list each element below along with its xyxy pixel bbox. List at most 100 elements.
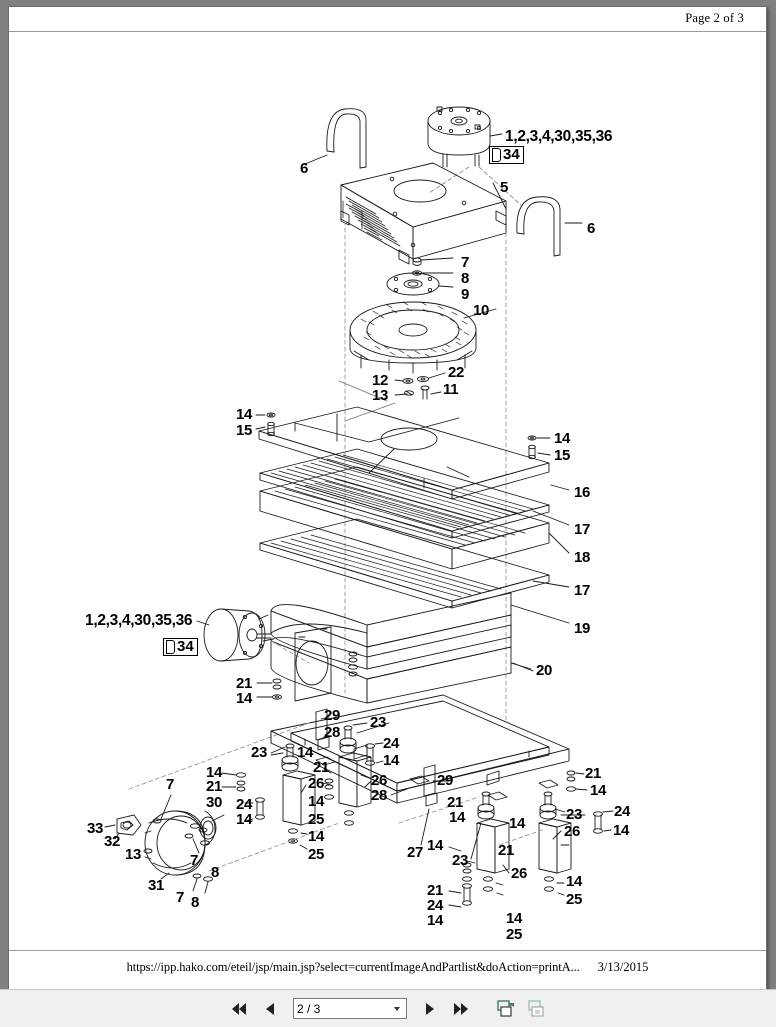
callout-8-c: 8	[191, 894, 200, 911]
boxed-label-34-top: 34	[489, 146, 524, 164]
chevron-down-icon[interactable]	[394, 1006, 400, 1011]
callout-25-a: 25	[308, 811, 325, 828]
callout-21-b: 21	[313, 759, 330, 776]
pdf-viewer-canvas[interactable]: Page 2 of 3	[0, 0, 776, 990]
callout-14-c: 14	[383, 752, 400, 769]
callout-14-mid-left: 14	[236, 690, 253, 707]
callout-24-right-1: 24	[614, 803, 631, 820]
callout-23-right-2: 23	[452, 852, 469, 869]
callout-14-right-2: 14	[509, 815, 526, 832]
callout-14-e: 14	[308, 793, 325, 810]
document-page: Page 2 of 3	[8, 6, 767, 990]
callout-17-lower: 17	[574, 582, 591, 599]
callout-14-d: 14	[206, 764, 223, 781]
callout-14-i: 14	[427, 837, 444, 854]
callout-7-top: 7	[461, 254, 470, 271]
page-number-value: 2 / 3	[297, 1001, 321, 1016]
callout-21-e: 21	[427, 882, 444, 899]
callout-6-right: 6	[587, 220, 596, 237]
callout-17-upper: 17	[574, 521, 591, 538]
callout-21-right-1: 21	[585, 765, 602, 782]
diagram-artwork	[104, 106, 614, 908]
callout-14-h: 14	[308, 828, 325, 845]
page-navigation-toolbar[interactable]: 2 / 3	[0, 989, 776, 1027]
page-footer: https://ipp.hako.com/eteil/jsp/main.jsp?…	[9, 960, 766, 975]
callout-10: 10	[473, 302, 490, 319]
callout-19: 19	[574, 620, 591, 637]
callout-12: 12	[372, 372, 389, 389]
callout-8-b: 8	[211, 864, 220, 881]
footer-date: 3/13/2015	[597, 960, 649, 974]
chevron-right-icon	[426, 1002, 434, 1015]
callout-9: 9	[461, 286, 470, 303]
callout-26-right-2: 26	[511, 865, 528, 882]
callout-23-b: 23	[251, 744, 268, 761]
callout-24-c: 24	[427, 897, 444, 914]
last-page-button[interactable]	[450, 998, 472, 1020]
callout-7-c: 7	[176, 889, 185, 906]
footer-divider	[9, 950, 766, 951]
next-page-button[interactable]	[419, 998, 441, 1020]
callout-33: 33	[87, 820, 104, 837]
callout-28-a: 28	[324, 724, 341, 741]
callout-16: 16	[574, 484, 591, 501]
last-page-icon	[454, 1002, 468, 1015]
callout-15-top-right: 15	[554, 447, 571, 464]
callout-29-a: 29	[324, 707, 341, 724]
duplicate-page-button[interactable]	[526, 998, 548, 1020]
callout-30: 30	[206, 794, 223, 811]
callout-25-b: 25	[308, 846, 325, 863]
duplicate-page-icon	[528, 999, 544, 1017]
page-number-input[interactable]: 2 / 3	[293, 998, 407, 1019]
callout-14-right-1: 14	[590, 782, 607, 799]
callout-7-bottom-left: 7	[166, 776, 175, 793]
callout-11: 11	[443, 381, 459, 398]
first-page-button[interactable]	[228, 998, 250, 1020]
attach-page-icon	[497, 999, 514, 1017]
callout-24-b: 24	[236, 796, 253, 813]
callout-7-b: 7	[190, 852, 199, 869]
callout-22: 22	[448, 364, 465, 381]
attach-page-button[interactable]	[495, 998, 517, 1020]
boxed-label-34-top-text: 34	[503, 146, 520, 163]
callout-25-right-1: 25	[566, 891, 583, 908]
callout-5: 5	[500, 179, 509, 196]
callout-14-f: 14	[236, 811, 253, 828]
header-divider	[9, 31, 766, 32]
chevron-left-icon	[266, 1002, 274, 1015]
callout-14-top-left: 14	[236, 406, 253, 423]
callout-25-c: 25	[506, 926, 523, 943]
callout-29-b: 29	[437, 772, 454, 789]
boxed-label-34-left: 34	[163, 638, 198, 656]
callout-27: 27	[407, 844, 424, 861]
callout-13-b: 13	[125, 846, 142, 863]
footer-url: https://ipp.hako.com/eteil/jsp/main.jsp?…	[126, 960, 580, 974]
callout-20: 20	[536, 662, 553, 679]
page-header-text: Page 2 of 3	[685, 11, 744, 25]
callout-32: 32	[104, 833, 121, 850]
callout-21-mid-left: 21	[236, 675, 253, 692]
callout-group-left: 1,2,3,4,30,35,36	[85, 612, 193, 629]
callout-21-right-2: 21	[498, 842, 515, 859]
callout-14-top-right: 14	[554, 430, 571, 447]
callout-26-b: 26	[371, 772, 388, 789]
callout-26-right-1: 26	[564, 823, 581, 840]
callout-23-a: 23	[370, 714, 387, 731]
boxed-label-34-left-text: 34	[177, 638, 194, 655]
previous-page-button[interactable]	[259, 998, 281, 1020]
callout-14-right-3: 14	[613, 822, 630, 839]
exploded-parts-diagram: 6 1,2,3,4,30,35,36 5 6 7 8 9 10 22 12 11…	[9, 33, 766, 953]
callout-15-top-left: 15	[236, 422, 253, 439]
callout-group-top: 1,2,3,4,30,35,36	[505, 128, 613, 145]
callout-31: 31	[148, 877, 165, 894]
callout-14-g: 14	[449, 809, 466, 826]
callout-26-a: 26	[308, 775, 325, 792]
first-page-icon	[232, 1002, 246, 1015]
callout-18: 18	[574, 549, 591, 566]
callout-23-right-1: 23	[566, 806, 583, 823]
callout-28-b: 28	[371, 787, 388, 804]
document-icon	[492, 147, 501, 162]
callout-14-right-4: 14	[566, 873, 583, 890]
callout-13: 13	[372, 387, 389, 404]
callout-21-d: 21	[447, 794, 464, 811]
